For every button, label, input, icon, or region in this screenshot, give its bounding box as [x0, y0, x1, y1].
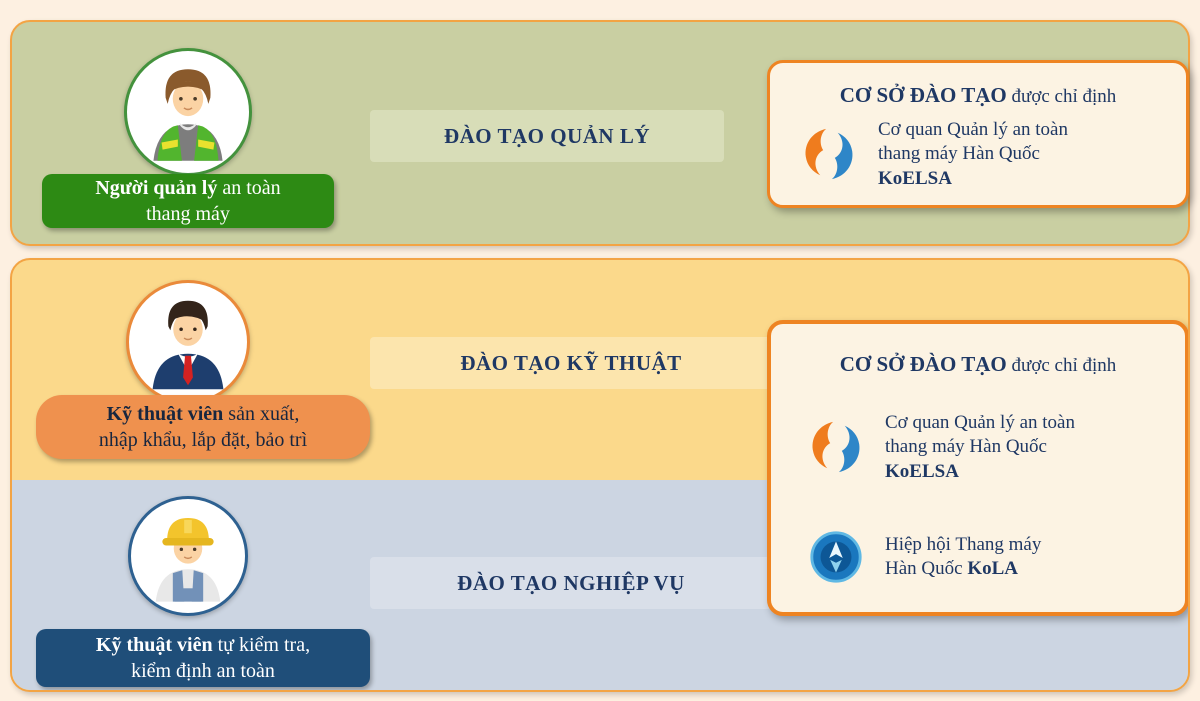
badge-bold-text: Kỹ thuật viên	[106, 403, 224, 425]
badge-bold-text: Kỹ thuật viên	[95, 634, 213, 656]
badge-regular-text: sản xuất,	[223, 403, 300, 425]
technical-professional-rows: ĐÀO TẠO KỸ THUẬT Kỹ thuật viên sản xuất,…	[10, 258, 1190, 692]
badge-regular-text: tự kiểm tra,	[212, 634, 311, 656]
inspector-avatar	[128, 496, 248, 616]
badge-bold-text: Người quản lý	[95, 177, 218, 199]
koelsa-logo-icon	[800, 125, 858, 183]
professional-training-title: ĐÀO TẠO NGHIỆP VỤ	[370, 557, 772, 609]
kola-logo-icon	[807, 528, 865, 586]
org-name-line: Hiệp hội Thang máy	[885, 533, 1042, 555]
badge-text-line: Người quản lý an toàn	[95, 175, 280, 201]
inspector-badge: Kỹ thuật viên tự kiểm tra, kiểm định an …	[36, 629, 370, 687]
org-name-acronym: KoELSA	[878, 167, 952, 189]
badge-text-line: thang máy	[146, 203, 230, 225]
badge-text-line: nhập khẩu, lắp đặt, bảo trì	[98, 429, 308, 451]
kola-org-row: Hiệp hội Thang máy Hàn Quốc KoLA	[771, 528, 1185, 586]
org-box-title-rest: được chỉ định	[1006, 86, 1117, 107]
badge-text-line: Kỹ thuật viên sản xuất,	[107, 401, 300, 427]
org-name-line: thang máy Hàn Quốc	[885, 436, 1047, 458]
koelsa-org-row: Cơ quan Quản lý an toàn thang máy Hàn Qu…	[770, 118, 1186, 191]
org-name-acronym: KoELSA	[885, 460, 959, 482]
org-box-title-bold: CƠ SỞ ĐÀO TẠO	[839, 352, 1007, 376]
koelsa-org-row: Cơ quan Quản lý an toàn thang máy Hàn Qu…	[771, 411, 1185, 484]
org-box-title-bold: CƠ SỞ ĐÀO TẠO	[839, 83, 1007, 107]
training-title-text: ĐÀO TẠO QUẢN LÝ	[443, 123, 651, 148]
org-name-acronym: KoLA	[967, 557, 1018, 579]
koelsa-org-name: Cơ quan Quản lý an toàn thang máy Hàn Qu…	[885, 411, 1075, 484]
management-training-row: Người quản lý an toàn thang máy ĐÀO TẠO …	[10, 20, 1190, 246]
technical-training-title: ĐÀO TẠO KỸ THUẬT	[370, 337, 772, 389]
org-name-line: Hàn Quốc KoLA	[885, 557, 1018, 579]
training-title-text: ĐÀO TẠO NGHIỆP VỤ	[457, 570, 685, 595]
designated-training-org-box-technical: CƠ SỞ ĐÀO TẠO được chỉ định Cơ quan Quản…	[767, 320, 1188, 616]
org-name-line: Cơ quan Quản lý an toàn	[878, 119, 1068, 140]
kola-org-name: Hiệp hội Thang máy Hàn Quốc KoLA	[885, 533, 1041, 582]
safety-manager-badge: Người quản lý an toàn thang máy	[42, 174, 334, 228]
training-title-text: ĐÀO TẠO KỸ THUẬT	[460, 350, 682, 375]
badge-regular-text: an toàn	[217, 177, 281, 199]
org-name-line: Cơ quan Quản lý an toàn	[885, 412, 1075, 433]
koelsa-org-name: Cơ quan Quản lý an toàn thang máy Hàn Qu…	[878, 118, 1068, 191]
technician-avatar	[126, 280, 250, 404]
management-training-title: ĐÀO TẠO QUẢN LÝ	[370, 110, 724, 162]
org-name-line: thang máy Hàn Quốc	[878, 143, 1040, 165]
koelsa-logo-icon	[807, 418, 865, 476]
org-box-title: CƠ SỞ ĐÀO TẠO được chỉ định	[771, 352, 1185, 377]
org-box-title-rest: được chỉ định	[1006, 355, 1117, 376]
badge-text-line: Kỹ thuật viên tự kiểm tra,	[96, 632, 310, 658]
badge-text-line: kiểm định an toàn	[131, 660, 275, 682]
designated-training-org-box-management: CƠ SỞ ĐÀO TẠO được chỉ định Cơ quan Quản…	[767, 60, 1189, 208]
org-box-title: CƠ SỞ ĐÀO TẠO được chỉ định	[770, 83, 1186, 108]
technician-badge: Kỹ thuật viên sản xuất, nhập khẩu, lắp đ…	[36, 395, 370, 459]
safety-manager-avatar	[124, 48, 252, 176]
